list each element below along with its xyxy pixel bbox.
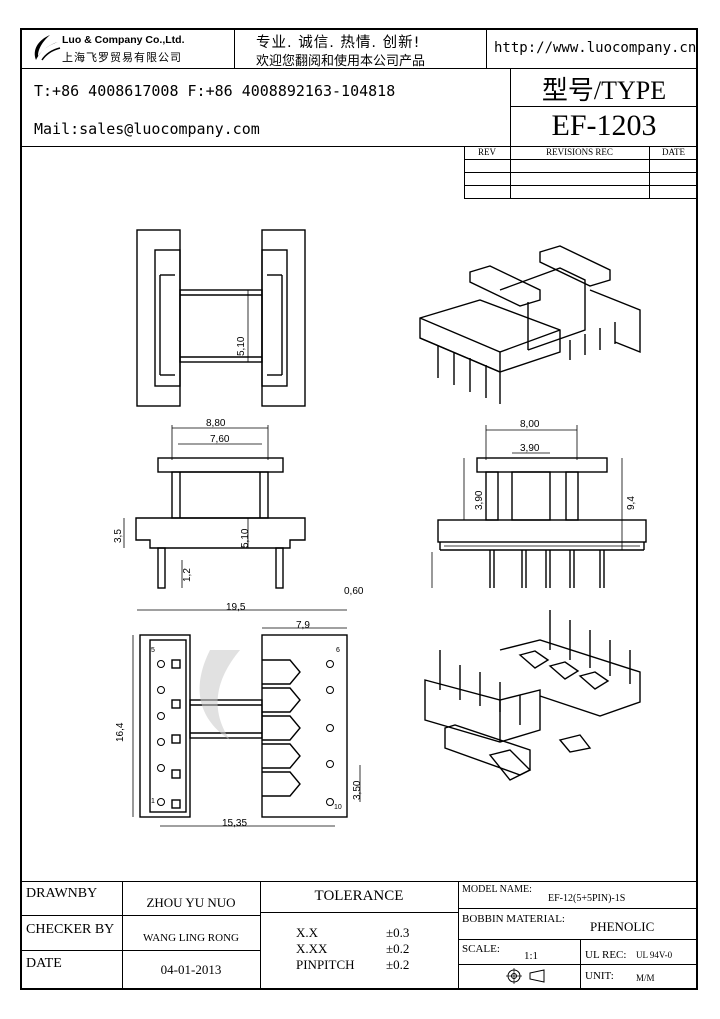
scale-label: SCALE: (462, 943, 500, 955)
company-name-en: Luo & Company Co.,Ltd. (62, 34, 185, 46)
side-view (431, 425, 647, 588)
tb-tol-divider (260, 912, 458, 913)
tol-val-3: ±0.2 (386, 957, 410, 972)
dim-front-width-outer: 8,80 (206, 418, 226, 429)
rev-row-line-4 (464, 198, 698, 199)
tol-val-1: ±0.3 (386, 925, 410, 940)
watermark (199, 650, 240, 740)
title-block-top (20, 881, 698, 882)
drawnby-value: ZHOU YU NUO (146, 895, 236, 910)
projection-symbol-icon (506, 968, 545, 984)
tol-val-2: ±0.2 (386, 941, 410, 956)
checker-label: CHECKER BY (26, 922, 115, 937)
dim-front-left-height: 3,5 (113, 529, 124, 543)
tb-right-row-1 (458, 908, 698, 909)
unit-label: UNIT: (585, 970, 614, 982)
top-view (136, 229, 306, 407)
dim-front-mid-height: 5,10 (240, 528, 251, 548)
bottom-view (132, 609, 361, 827)
tb-row-1 (20, 915, 260, 916)
header-vline-3 (510, 68, 511, 146)
dim-front-pin-height: 1,2 (182, 568, 193, 582)
dim-side-pin-dia: 0,60 (344, 586, 364, 597)
pin-label-6: 6 (336, 647, 340, 654)
dim-side-width-outer: 8,00 (520, 419, 540, 430)
rev-header-date: DATE (662, 147, 685, 157)
front-view (123, 425, 306, 589)
tol-key-2: X.XX (296, 941, 328, 956)
iso-view-top (419, 245, 641, 404)
dim-side-total-height: 9,4 (626, 496, 637, 510)
drawing-frame (20, 28, 698, 990)
model-name-label: MODEL NAME: (462, 884, 532, 895)
bobbin-material-value: PHENOLIC (590, 919, 655, 934)
ul-rec-value: UL 94V-0 (636, 950, 673, 960)
dim-side-width-inner: 3,90 (520, 443, 540, 454)
dim-side-upper-height: 3,90 (474, 490, 485, 510)
header-divider (20, 68, 698, 69)
dim-bottom-height: 16,4 (115, 722, 126, 742)
tolerance-label: TOLERANCE (314, 888, 404, 904)
dim-bottom-right-width: 7,9 (296, 620, 310, 631)
tb-right-vline (580, 939, 581, 990)
tol-key-1: X.X (296, 925, 319, 940)
contact-email[interactable]: Mail:sales@luocompany.com (34, 120, 260, 138)
slogan-line-2: 欢迎您翻阅和使用本公司产品 (256, 54, 426, 69)
tb-vline-2 (260, 881, 261, 990)
website-url[interactable]: http://www.luocompany.cn (494, 40, 697, 56)
rev-row-line-1 (464, 159, 698, 160)
header-vline-1 (234, 28, 235, 68)
phone-fax: T:+86 4008617008 F:+86 4008892163-104818 (34, 82, 396, 100)
tb-right-row-2 (458, 939, 698, 940)
scale-value: 1:1 (524, 950, 539, 962)
unit-value: M/M (636, 973, 655, 983)
rev-header-rev: REV (478, 147, 496, 157)
dim-bottom-width: 19,5 (226, 602, 246, 613)
tol-key-3: PINPITCH (296, 957, 355, 972)
pin-label-5: 5 (151, 647, 155, 654)
pin-label-1: 1 (151, 798, 155, 805)
type-label: 型号/TYPE (541, 76, 667, 105)
slogan-line-1: 专业. 诚信. 热情. 创新! (256, 35, 421, 51)
model-number: EF-1203 (551, 109, 657, 142)
rev-row-line-3 (464, 185, 698, 186)
model-name-value: EF-12(5+5PIN)-1S (548, 893, 626, 904)
header-bottom-border (20, 146, 698, 147)
tb-vline-1 (122, 881, 123, 990)
company-logo-icon (34, 35, 61, 61)
dim-top-height: 5,10 (236, 336, 247, 356)
checker-value: WANG LING RONG (143, 932, 239, 944)
header-vline-2 (486, 28, 487, 68)
type-divider (510, 106, 698, 107)
drawnby-label: DRAWNBY (26, 886, 98, 901)
dim-front-width-inner: 7,60 (210, 434, 230, 445)
ul-rec-label: UL REC: (585, 949, 627, 961)
pin-label-10: 10 (334, 804, 342, 811)
rev-row-line-2 (464, 172, 698, 173)
company-name-cn: 上海飞罗贸易有限公司 (62, 51, 182, 64)
iso-view-bottom (424, 610, 641, 781)
date-value: 04-01-2013 (160, 962, 222, 977)
bobbin-material-label: BOBBIN MATERIAL: (462, 913, 565, 925)
tb-right-row-3 (458, 964, 698, 965)
tb-vline-3 (458, 881, 459, 990)
dim-bottom-pitch: 3,50 (352, 780, 363, 800)
rev-header-rec: REVISIONS REC (546, 147, 613, 157)
dim-bottom-span: 15,35 (222, 818, 248, 829)
tb-row-2 (20, 950, 260, 951)
date-label: DATE (26, 956, 62, 971)
